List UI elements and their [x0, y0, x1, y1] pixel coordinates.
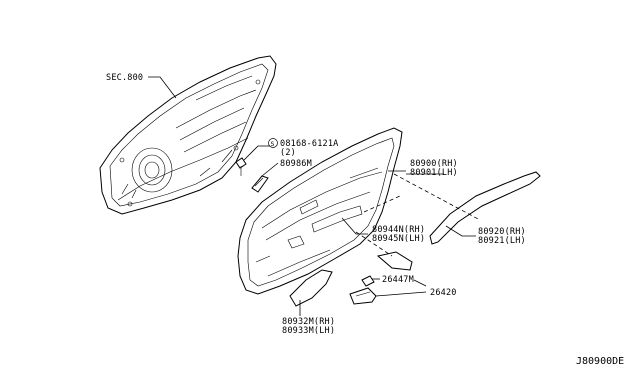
label-bolt-code: 08168-6121A — [280, 139, 339, 149]
pocket-panel-80932m — [289, 269, 333, 307]
label-80986m: 80986M — [280, 159, 312, 169]
lamp-26420 — [349, 287, 377, 305]
door-finisher — [237, 127, 403, 295]
bolt-symbol-text: S — [271, 140, 275, 148]
label-80920-rh: 80920(RH) — [478, 227, 526, 237]
label-80933m-lh: 80933M(LH) — [282, 326, 335, 336]
label-80945n-lh: 80945N(LH) — [372, 234, 425, 244]
label-80901-lh: 80901(LH) — [410, 168, 458, 178]
label-80944n-rh: 80944N(RH) — [372, 225, 425, 235]
bezel-26447m — [361, 275, 375, 287]
label-80900-rh: 80900(RH) — [410, 159, 458, 169]
bolt-08168-6121a — [235, 157, 247, 176]
moulding-80920 — [429, 171, 541, 245]
label-80921-lh: 80921(LH) — [478, 236, 526, 246]
clip-80986m — [251, 175, 269, 193]
callout-labels: SEC.800 S 08168-6121A (2) 80986M 80900(R… — [106, 73, 624, 367]
label-26447m: 26447M — [382, 275, 414, 285]
label-sec800: SEC.800 — [106, 73, 143, 83]
leader-lines — [148, 76, 481, 316]
door-inner-panel — [99, 55, 277, 215]
label-26420: 26420 — [430, 288, 457, 298]
bolt-symbol-icon: S — [268, 138, 278, 148]
armrest-pad-80944n — [376, 251, 413, 271]
diagram-reference-code: J80900DE — [576, 356, 624, 367]
label-bolt-qty: (2) — [280, 148, 296, 158]
label-80932m-rh: 80932M(RH) — [282, 317, 335, 327]
